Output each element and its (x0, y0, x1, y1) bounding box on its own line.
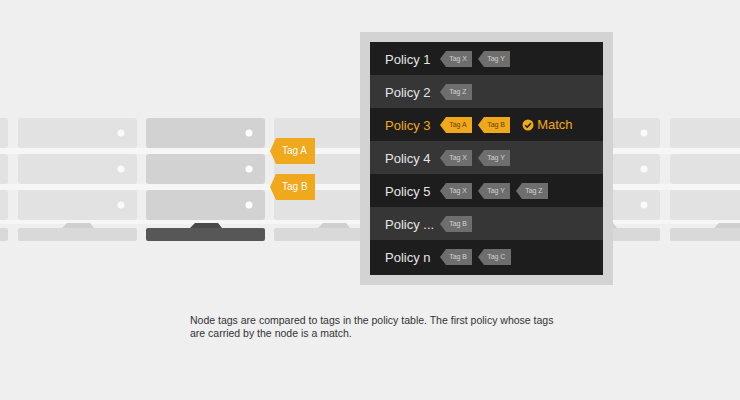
policy-table (370, 42, 603, 275)
tag-outline (440, 51, 472, 67)
tag-label: Tag X (449, 55, 467, 62)
tag-outline (440, 150, 472, 166)
policy-panel (360, 32, 613, 285)
tag-label: Tag X (449, 154, 467, 161)
policy-tag: Tag Y (478, 183, 510, 199)
tag-outline (440, 249, 472, 265)
server-stack (18, 118, 137, 241)
policy-row: Policy 3 Match Tag A Tag B (370, 108, 603, 141)
tag-label: Tag Z (525, 187, 543, 194)
policy-tag: Tag X (440, 51, 472, 67)
tag-label: Tag X (449, 187, 467, 194)
node-tag: Tag A (270, 138, 315, 164)
tag-label: Tag Y (487, 154, 505, 161)
policy-tag: Tag Z (440, 84, 472, 100)
policy-row: Policy 4 Tag X Tag Y (370, 141, 603, 174)
tag-label: Tag A (282, 145, 307, 156)
policy-tag: Tag A (440, 117, 472, 133)
tag-outline (270, 174, 315, 200)
match-label: Match (537, 108, 572, 141)
tag-label: Tag C (487, 253, 505, 260)
policy-name: Policy 3 (385, 109, 431, 142)
policy-tag: Tag C (478, 249, 511, 265)
caption: Node tags are compared to tags in the po… (190, 314, 555, 340)
policy-tag: Tag Y (478, 51, 510, 67)
policy-tag: Tag B (440, 216, 472, 232)
tag-label: Tag B (449, 253, 467, 260)
tag-outline (478, 51, 510, 67)
tag-label: Tag Y (487, 187, 505, 194)
policy-name: Policy n (385, 241, 431, 274)
node-tag: Tag B (270, 174, 315, 200)
policy-name: Policy 1 (385, 43, 431, 76)
tag-outline (440, 183, 472, 199)
tag-label: Tag Z (449, 88, 467, 95)
tag-label: Tag Y (487, 55, 505, 62)
tag-outline (478, 183, 510, 199)
policy-tag: Tag B (478, 117, 510, 133)
tag-outline (440, 117, 472, 133)
policy-row: Policy n Tag B Tag C (370, 240, 603, 273)
policy-name: Policy ... (385, 208, 434, 241)
tag-outline (478, 117, 510, 133)
tag-label: Tag A (449, 121, 467, 128)
policy-row: Policy 5 Tag X Tag Y Tag Z (370, 174, 603, 207)
tag-outline (440, 84, 472, 100)
tag-outline (478, 249, 511, 265)
tag-outline (440, 216, 472, 232)
policy-name: Policy 4 (385, 142, 431, 175)
check-icon (522, 119, 534, 131)
policy-name: Policy 2 (385, 76, 431, 109)
policy-row: Policy 2 Tag Z (370, 75, 603, 108)
selected-server-stack (146, 118, 265, 241)
tag-outline (270, 138, 315, 164)
tag-label: Tag B (282, 181, 308, 192)
policy-row: Policy ... Tag B (370, 207, 603, 240)
policy-row: Policy 1 Tag X Tag Y (370, 42, 603, 75)
policy-tag: Tag Z (516, 183, 548, 199)
policy-tag: Tag X (440, 183, 472, 199)
tag-label: Tag B (487, 121, 505, 128)
tag-outline (516, 183, 548, 199)
policy-tag: Tag X (440, 150, 472, 166)
server-stack (0, 118, 8, 241)
tag-label: Tag B (449, 220, 467, 227)
policy-tag: Tag Y (478, 150, 510, 166)
server-stack (670, 118, 740, 241)
policy-name: Policy 5 (385, 175, 431, 208)
policy-tag: Tag B (440, 249, 472, 265)
tag-outline (478, 150, 510, 166)
